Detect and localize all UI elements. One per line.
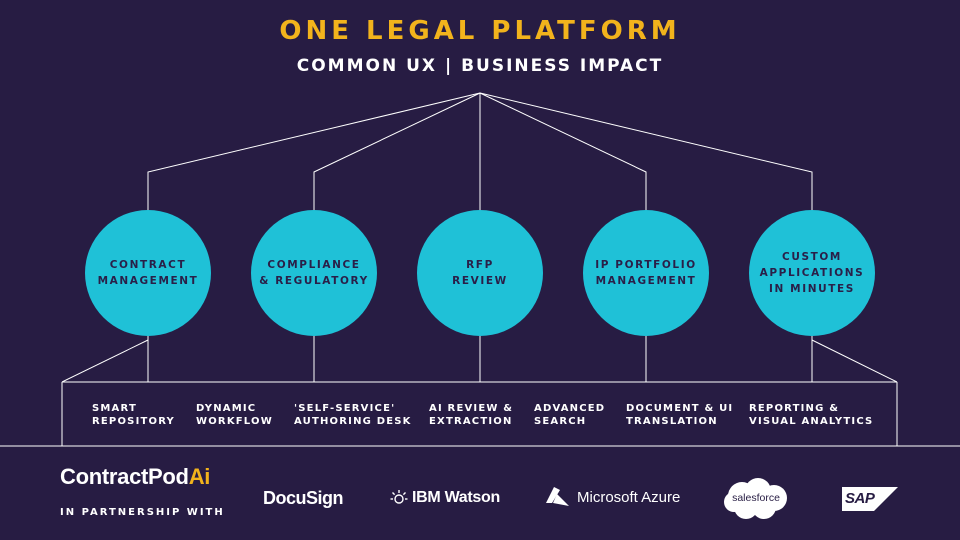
module-label: CUSTOM APPLICATIONS IN MINUTES <box>759 251 865 295</box>
feature-reporting-analytics: REPORTING & VISUAL ANALYTICS <box>749 403 874 427</box>
contractpodai-logo: ContractPodAi <box>60 464 210 490</box>
connector-slant-right <box>811 339 898 383</box>
module-label: RFP REVIEW <box>452 259 508 287</box>
azure-text: Microsoft Azure <box>577 488 681 506</box>
connector-4 <box>479 92 647 210</box>
module-contract-management: CONTRACT MANAGEMENT <box>85 210 211 336</box>
sap-text: SAP <box>845 490 875 507</box>
ibm-watson-logo: IBM Watson <box>390 489 500 507</box>
watson-icon <box>390 490 408 504</box>
feature-ai-review-extraction: AI REVIEW & EXTRACTION <box>429 403 514 427</box>
module-label: CONTRACT MANAGEMENT <box>97 259 199 287</box>
connector-5 <box>479 92 813 210</box>
azure-icon <box>546 487 569 506</box>
salesforce-logo: salesforce <box>722 476 790 522</box>
feature-smart-repository: SMART REPOSITORY <box>92 403 176 427</box>
microsoft-azure-logo: Microsoft Azure <box>543 486 680 508</box>
feature-dynamic-workflow: DYNAMIC WORKFLOW <box>196 403 273 427</box>
feature-self-service-authoring: 'SELF-SERVICE' AUTHORING DESK <box>294 403 412 427</box>
module-custom-applications: CUSTOM APPLICATIONS IN MINUTES <box>749 210 875 336</box>
module-label: IP PORTFOLIO MANAGEMENT <box>595 259 697 287</box>
connector-1 <box>147 92 481 210</box>
feature-advanced-search: ADVANCED SEARCH <box>534 403 606 427</box>
ibm-watson-text: IBM Watson <box>412 489 500 506</box>
module-compliance-regulatory: COMPLIANCE & REGULATORY <box>251 210 377 336</box>
brand-main: ContractPod <box>60 464 189 489</box>
salesforce-text: salesforce <box>732 492 780 504</box>
module-label: COMPLIANCE & REGULATORY <box>259 259 369 287</box>
sap-logo: SAP <box>842 487 898 511</box>
docusign-logo: DocuSign <box>263 488 344 508</box>
page-subtitle: COMMON UX | BUSINESS IMPACT <box>296 56 664 76</box>
connector-2 <box>313 92 481 210</box>
sap-shape-icon <box>842 487 898 511</box>
page-title: ONE LEGAL PLATFORM <box>279 16 681 46</box>
module-rfp-review: RFP REVIEW <box>417 210 543 336</box>
partnership-label: IN PARTNERSHIP WITH <box>60 507 225 518</box>
module-ip-portfolio-management: IP PORTFOLIO MANAGEMENT <box>583 210 709 336</box>
salesforce-cloud-icon <box>724 478 787 519</box>
connector-slant-left <box>61 339 149 383</box>
feature-document-ui-translation: DOCUMENT & UI TRANSLATION <box>626 403 734 427</box>
brand-ai: Ai <box>188 464 211 489</box>
